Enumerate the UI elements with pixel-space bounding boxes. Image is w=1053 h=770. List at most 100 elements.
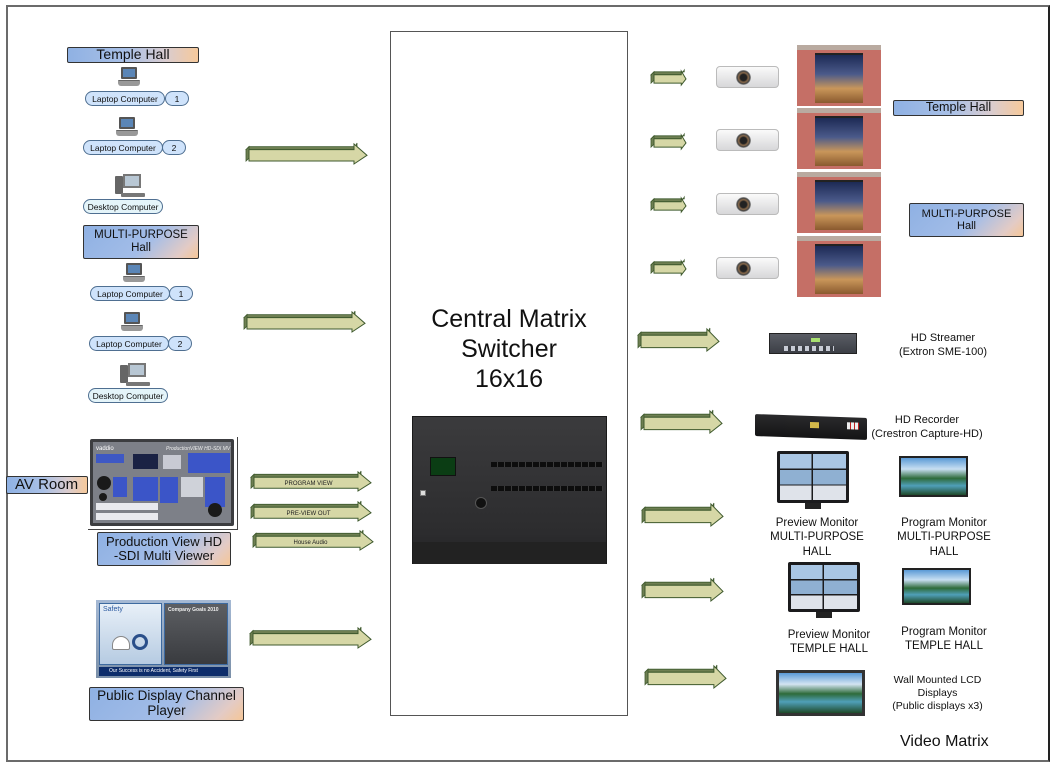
wall-lcd-display-image	[776, 670, 865, 716]
production-view-controller-image: vaddio ProductionVIEW HD-SDI MV	[88, 437, 238, 530]
label-line: Public Display Channel	[97, 688, 236, 704]
laptop-icon	[121, 312, 143, 334]
streamer-lcd	[811, 338, 820, 342]
projector-icon	[716, 193, 779, 215]
label-line: MULTI-PURPOSE	[94, 229, 188, 242]
laptop-2-number: 2	[168, 336, 192, 351]
hd-streamer-label: HD Streamer (Extron SME-100)	[888, 332, 998, 360]
preview-monitor-multi-purpose-label: Preview Monitor MULTI-PURPOSE HALL	[757, 516, 877, 559]
preview-monitor-temple-hall-image	[788, 562, 860, 624]
monitor-stand	[816, 612, 832, 618]
public-display-player-screen: Safety Company Goals 2010 Our Success is…	[96, 600, 231, 678]
label-line: Production View HD	[105, 533, 223, 549]
label-line: MULTI-PURPOSE	[921, 207, 1012, 220]
switcher-display	[430, 457, 456, 476]
projector-lens	[736, 70, 751, 85]
laptop-icon	[123, 263, 145, 285]
laptop-2-number: 2	[162, 140, 186, 155]
laptop-1-number: 1	[165, 91, 189, 106]
multi-purpose-hall-output-label: MULTI-PURPOSE Hall	[909, 203, 1024, 237]
switcher-button-row-1	[491, 462, 603, 467]
projector-4-arrow	[650, 258, 687, 277]
projector-1-arrow	[650, 68, 687, 87]
program-monitor-temple-hall-label: Program Monitor TEMPLE HALL	[884, 625, 1004, 654]
label-line: Preview Monitor	[775, 517, 859, 529]
signal-label: PRE-VIEW OUT	[286, 511, 330, 517]
projector-lens	[736, 133, 751, 148]
desktop-icon	[115, 174, 145, 198]
laptop-1-label: Laptop Computer	[90, 286, 170, 301]
hd-streamer-arrow	[637, 327, 720, 353]
label-line: MULTI-PURPOSE	[770, 531, 864, 544]
desktop-icon	[120, 363, 150, 387]
streamer-buttons	[784, 346, 834, 351]
screen-ticker: Our Success is no Accident, Safety First	[99, 667, 228, 676]
label-line: HD Streamer	[910, 332, 976, 344]
label-line: TEMPLE HALL	[905, 640, 983, 653]
desktop-label: Desktop Computer	[88, 388, 168, 403]
projection-screen-image	[797, 45, 881, 106]
ear-muffs-icon	[132, 634, 148, 650]
multi-purpose-hall-input-label: MULTI-PURPOSE Hall	[83, 225, 199, 259]
label-line: Program Monitor	[901, 517, 987, 529]
recorder-buttons	[847, 422, 859, 430]
projector-2-arrow	[650, 132, 687, 151]
house-audio-arrow: House Audio	[252, 529, 374, 551]
desktop-label: Desktop Computer	[83, 199, 163, 214]
program-monitor-temple-hall-image	[902, 568, 971, 605]
public-display-input-arrow	[249, 626, 372, 649]
program-monitor-multi-purpose-label: Program Monitor MULTI-PURPOSE HALL	[884, 516, 1004, 559]
label-line: HD Recorder	[894, 414, 960, 426]
projection-screen-image	[797, 108, 881, 169]
label-line: (Extron SME-100)	[898, 345, 988, 358]
hd-recorder-arrow	[640, 409, 723, 435]
controller-brand: vaddio	[96, 446, 114, 452]
monitor-screen	[777, 451, 849, 503]
laptop-1-label: Laptop Computer	[85, 91, 165, 106]
central-title-line: Switcher	[461, 335, 557, 363]
projector-3-arrow	[650, 195, 687, 214]
label-line: Hall	[957, 220, 976, 232]
switcher-button-row-2	[491, 486, 603, 491]
multi-purpose-input-arrow	[243, 310, 366, 333]
screen-picture	[815, 116, 863, 166]
screen-right-title: Company Goals 2010	[168, 607, 219, 613]
central-title-line: Central Matrix	[431, 305, 587, 333]
laptop-2-label: Laptop Computer	[89, 336, 169, 351]
switcher-port	[420, 490, 426, 496]
label-line: HALL	[802, 545, 832, 558]
central-title: Central Matrix Switcher 16x16	[391, 304, 627, 394]
temple-hall-input-label: Temple Hall	[67, 47, 199, 63]
projection-screen-image	[797, 172, 881, 233]
label-line: Player	[147, 703, 186, 718]
signal-label: House Audio	[293, 540, 328, 546]
production-view-label: Production View HD -SDI Multi Viewer	[97, 532, 231, 566]
label-line: -SDI Multi Viewer	[113, 548, 215, 563]
screen-picture	[815, 53, 863, 103]
program-view-arrow: PROGRAM VIEW	[250, 470, 372, 492]
label-line: Hall	[131, 242, 151, 254]
diagram-frame	[6, 5, 1050, 762]
laptop-icon	[118, 67, 140, 89]
label-line: (Crestron Capture-HD)	[871, 427, 983, 440]
switcher-knob	[475, 497, 487, 509]
monitor-screen	[788, 562, 860, 612]
laptop-icon	[116, 117, 138, 139]
projector-icon	[716, 129, 779, 151]
av-room-label: AV Room	[6, 476, 88, 494]
wall-lcd-arrow	[644, 664, 727, 690]
screen-left-title: Safety	[103, 606, 123, 613]
recorder-display	[810, 421, 819, 429]
landscape-screen	[904, 570, 969, 603]
label-line: HALL	[929, 545, 959, 558]
diagram-caption: Video Matrix	[900, 733, 989, 750]
switcher-bottom-panel	[413, 542, 606, 564]
central-matrix-switcher: Central Matrix Switcher 16x16	[390, 31, 628, 716]
controller-svg: vaddio ProductionVIEW HD-SDI MV	[90, 439, 234, 526]
wall-lcd-label: Wall Mounted LCD Displays (Public displa…	[880, 674, 995, 713]
projector-icon	[716, 66, 779, 88]
hd-streamer-image	[769, 333, 857, 354]
label-line: MULTI-PURPOSE	[897, 531, 991, 544]
laptop-1-number: 1	[169, 286, 193, 301]
temple-hall-input-arrow	[245, 142, 368, 165]
